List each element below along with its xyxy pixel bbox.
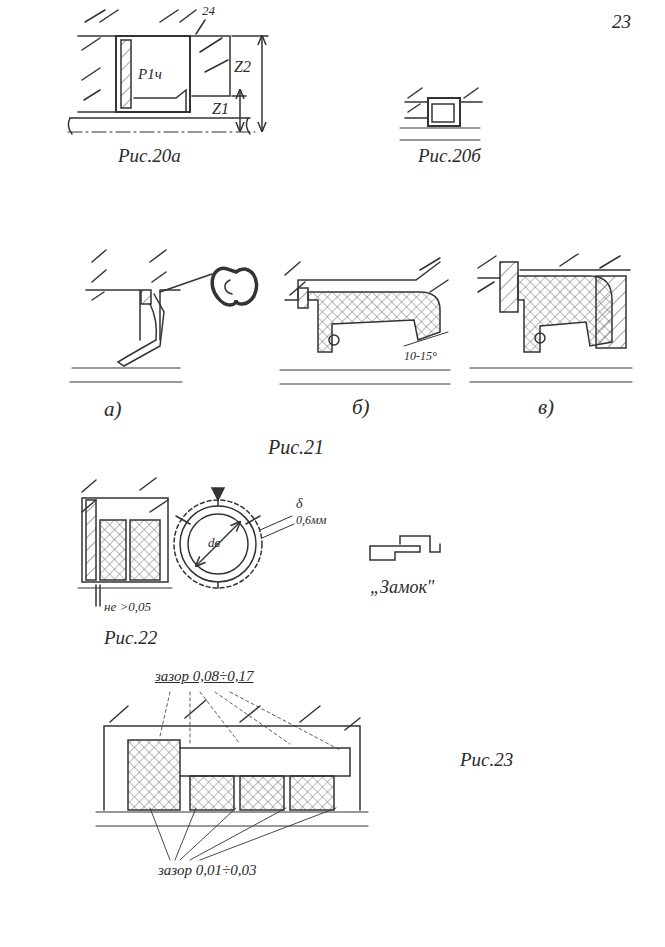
fig-23 [96,692,368,860]
label: „Замок" [370,578,434,598]
label: а) [104,398,122,421]
label: зазор 0,01÷0,03 [158,862,257,879]
label: не >0,05 [104,600,151,614]
label: Р1ч [138,66,162,83]
label: зазор 0,08÷0,17 [155,668,254,685]
label: 0,6мм [296,514,326,527]
label: Z2 [234,58,251,76]
label: δ [296,496,303,511]
label: 10-15° [404,350,437,363]
label: 24 [202,4,215,18]
fig-21a [70,250,257,382]
label: 23 [612,12,631,33]
label: б) [352,396,370,419]
label: в) [538,396,554,419]
label: Z1 [212,100,229,118]
label: Рис.20б [418,146,481,167]
fig-21c [470,254,632,382]
fig-21b [280,258,450,384]
fig-22 [78,478,440,606]
fig-20b [400,88,482,140]
label: Рис.21 [268,436,324,458]
label: Рис.23 [460,750,513,771]
fig-20a [68,10,268,134]
label: Рис.22 [104,628,157,649]
label: Рис.20а [118,146,181,167]
label: dв [208,536,220,550]
